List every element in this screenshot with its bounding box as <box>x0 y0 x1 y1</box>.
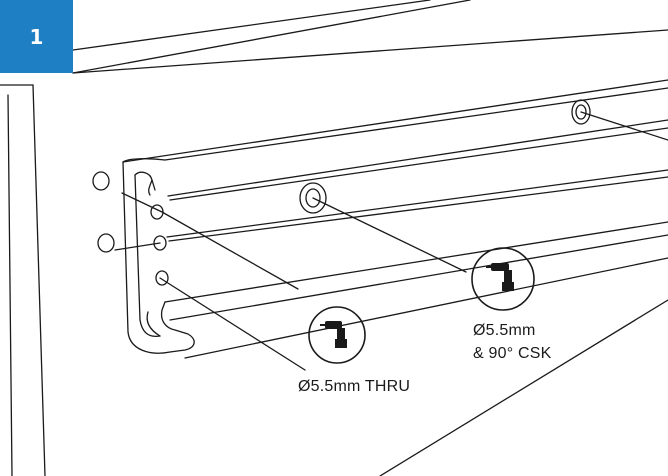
csk-callout-line1: Ø5.5mm <box>473 322 536 339</box>
rail-profile <box>122 79 668 476</box>
thru-callout: Ø5.5mm THRU <box>298 378 411 395</box>
csk-callout: Ø5.5mm & 90° CSK <box>473 319 551 365</box>
leader-lines <box>114 111 668 371</box>
drill-icon <box>471 247 535 311</box>
rail-end-holes <box>150 204 169 286</box>
wall-holes <box>92 171 115 253</box>
csk-callout-line2: & 90° CSK <box>473 345 552 362</box>
drill-icon <box>308 306 366 364</box>
countersunk-holes <box>299 99 591 214</box>
step-number-badge: 1 <box>0 0 73 73</box>
